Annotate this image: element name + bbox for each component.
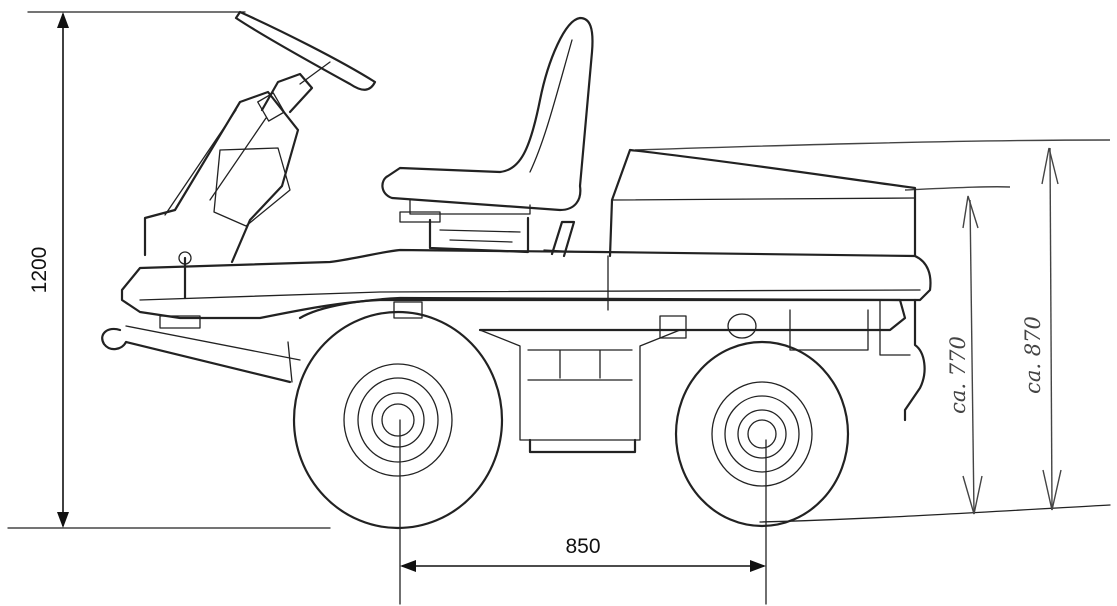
- seat-back-height-dimension: [634, 139, 1111, 511]
- rear-body: [607, 148, 917, 311]
- ground-line: [7, 504, 1111, 529]
- front-wheel: [292, 310, 504, 530]
- hood-and-steering: [143, 10, 377, 264]
- height-label: 1200: [28, 247, 51, 294]
- chassis: [101, 248, 932, 454]
- rear-body-height-dimension: [904, 186, 1011, 515]
- control-lever: [543, 220, 583, 258]
- seat: [381, 16, 594, 254]
- seat-back-height-label: ca. 870: [1021, 316, 1045, 394]
- height-dimension-1200: [27, 11, 246, 528]
- wheelbase-dimension-850: [399, 419, 767, 605]
- rear-wheel: [674, 340, 850, 528]
- wheelbase-label: 850: [565, 535, 600, 558]
- rear-body-height-label: ca. 770: [946, 336, 970, 414]
